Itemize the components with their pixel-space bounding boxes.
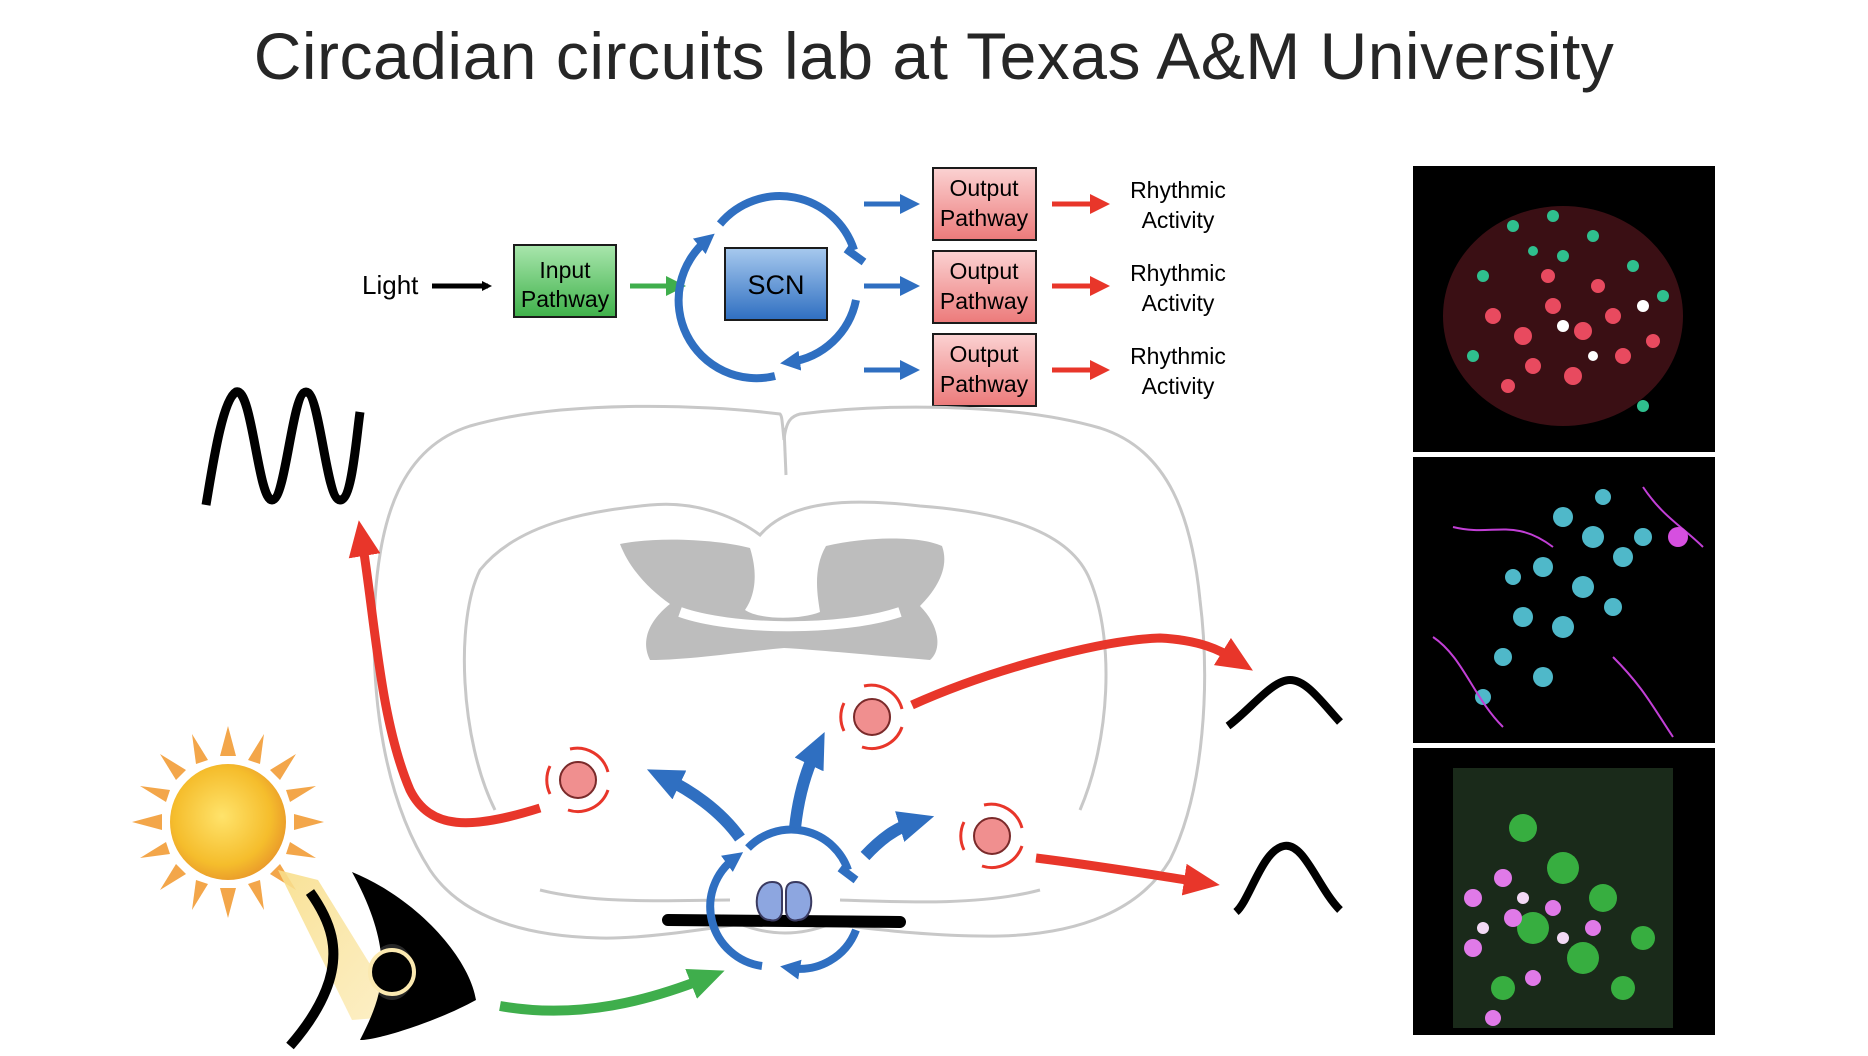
- output-row-2: Output Pathway Rhythmic Activity: [864, 250, 1226, 324]
- brain-outline: [372, 404, 1207, 940]
- cycle-arrow-bottom: [780, 299, 860, 371]
- cycle-arrow-top: [716, 192, 858, 252]
- output-box-2-line1: Output: [949, 258, 1019, 284]
- output-box-2-line2: Pathway: [940, 288, 1029, 314]
- result-1-line2: Activity: [1142, 207, 1215, 233]
- output-box-1-line2: Pathway: [940, 205, 1029, 231]
- input-pathway-box: Input Pathway: [513, 244, 617, 318]
- scn-to-right-clock: [860, 811, 935, 861]
- red-arrow-to-wave-right-top: [910, 633, 1253, 710]
- micrograph-green-magenta: [1413, 748, 1715, 1035]
- eye-icon: [286, 872, 476, 1050]
- output-box-1-line1: Output: [949, 175, 1019, 201]
- micrograph-red-green: [1413, 166, 1715, 452]
- sun-icon: [132, 726, 324, 918]
- input-box-line2: Pathway: [521, 286, 610, 312]
- inner-line-left: [539, 888, 731, 903]
- scn-to-left-clock: [646, 769, 745, 842]
- red-arrow-to-wave-right-bottom: [1035, 853, 1220, 896]
- midline: [782, 427, 788, 476]
- cycle-arrow-left: [674, 233, 776, 383]
- result-3-line2: Activity: [1142, 373, 1215, 399]
- inner-line-right: [839, 888, 1041, 904]
- scn-cycle-bottom: [706, 825, 860, 980]
- output-box-3: [932, 333, 1037, 407]
- output-row-3: Output Pathway Rhythmic Activity: [864, 333, 1226, 407]
- output-row-1: Output Pathway Rhythmic Activity: [864, 167, 1226, 241]
- scn-label: SCN: [747, 270, 804, 300]
- output-box-3-line2: Pathway: [940, 371, 1029, 397]
- scn-nucleus: [755, 880, 813, 922]
- clock-cycle-icon: [545, 746, 610, 814]
- light-label: Light: [362, 270, 419, 300]
- brain-section: [372, 404, 1207, 940]
- output-box-2: [932, 250, 1037, 324]
- result-2-line2: Activity: [1142, 290, 1215, 316]
- clock-cycle-icon: [959, 802, 1024, 870]
- output-box-1: [932, 167, 1037, 241]
- scn-to-top-clock: [789, 731, 825, 829]
- wave-icon: [1233, 841, 1343, 916]
- output-box-3-line1: Output: [949, 341, 1019, 367]
- flow-diagram: Light Input Pathway SCN Output Pathway R…: [362, 167, 1226, 407]
- scn-box: [724, 247, 828, 321]
- wave-icon: [1225, 675, 1343, 730]
- ventricles: [620, 538, 945, 660]
- ventricle-gap: [678, 607, 902, 632]
- cortex-inner: [462, 500, 1108, 811]
- cycle-bar-top: [843, 245, 867, 266]
- red-arrow-to-wave-left: [348, 520, 542, 828]
- page-title: Circadian circuits lab at Texas A&M Univ…: [253, 19, 1615, 93]
- clock-cycle-icon: [839, 683, 904, 751]
- green-arrow-eye-to-scn: [499, 968, 725, 1016]
- result-2-line1: Rhythmic: [1130, 260, 1226, 286]
- scn-cycle: SCN: [674, 192, 867, 383]
- optic-nerve: [662, 914, 906, 928]
- wave-icon: [201, 387, 365, 506]
- result-3-line1: Rhythmic: [1130, 343, 1226, 369]
- input-box-line1: Input: [539, 257, 591, 283]
- micrograph-cyan-magenta: [1413, 457, 1715, 743]
- result-1-line1: Rhythmic: [1130, 177, 1226, 203]
